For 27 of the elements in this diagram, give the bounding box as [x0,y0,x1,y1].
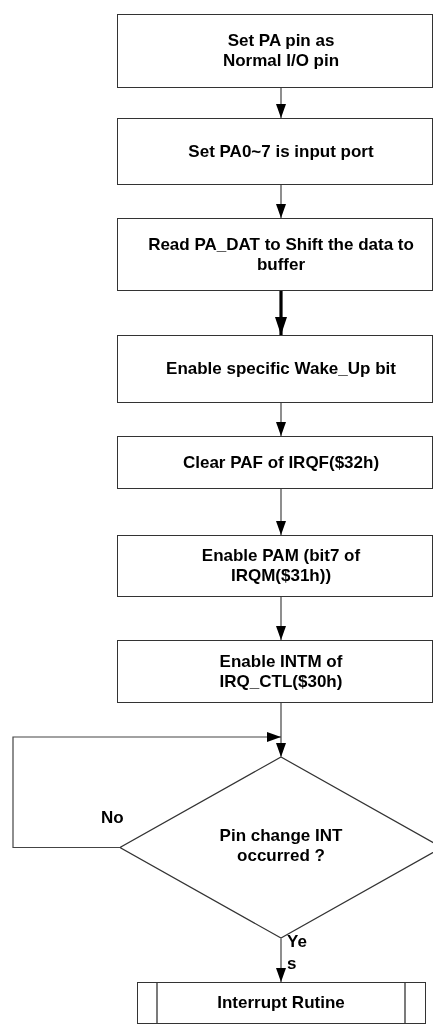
node-text: Clear PAF of IRQF($32h) [181,452,380,473]
subroutine-box [137,982,426,1024]
node-text: Enable specific Wake_Up bit [165,359,396,379]
node-text: Set PA0~7 is input port [187,141,374,162]
process-box [117,335,433,403]
node-text: Interrupt Rutine [217,993,346,1013]
arrow [276,488,286,536]
process-box [117,14,433,88]
arrow [276,402,286,437]
process-box [117,535,433,597]
node-text: Pin change INT occurred ? [218,825,344,866]
arrow [12,732,282,849]
arrow [276,87,286,119]
arrow [276,596,286,641]
process-box [117,640,433,703]
process-box [117,118,433,185]
edge-label: Yes [287,931,308,975]
node-text: Enable PAM (bit7 of IRQM($31h)) [200,546,362,586]
arrow [276,184,286,219]
process-box [117,218,433,291]
node-text: Read PA_DAT to Shift the data to buffer [147,234,415,275]
arrow [276,702,286,758]
node-text: Set PA pin as Normal I/O pin [221,31,341,71]
arrow [275,291,287,335]
node-text: Enable INTM of IRQ_CTL($30h) [218,651,344,692]
arrow [276,937,286,983]
process-box [117,436,433,489]
